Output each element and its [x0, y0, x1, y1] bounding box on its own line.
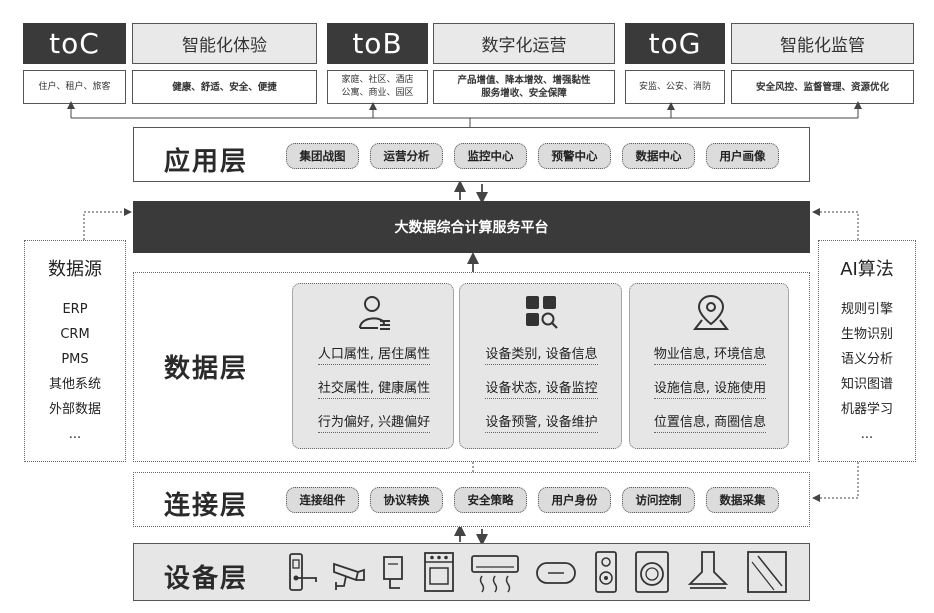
- chip-alert-center[interactable]: 预警中心: [538, 143, 611, 169]
- device-layer-title: 设备层: [164, 564, 249, 594]
- map-pin-icon: [692, 294, 730, 330]
- chip-connect-component[interactable]: 连接组件: [286, 487, 359, 513]
- chip-monitor-center[interactable]: 监控中心: [454, 143, 527, 169]
- data-layer-title: 数据层: [164, 354, 249, 384]
- connect-layer-title: 连接层: [164, 491, 249, 521]
- panel-icon: [747, 551, 787, 593]
- door-lock-icon: [289, 553, 317, 591]
- device-layer: 设备层: [133, 543, 810, 601]
- data-card-line: 人口属性, 居住属性: [293, 338, 455, 372]
- data-source-item: PMS: [61, 352, 89, 367]
- data-source-item: ERP: [62, 302, 88, 317]
- data-card-user: 人口属性, 居住属性 社交属性, 健康属性 行为偏好, 兴趣偏好: [292, 283, 454, 449]
- data-source-list: ERP CRM PMS 其他系统 外部数据 ...: [25, 297, 125, 447]
- chip-security-policy[interactable]: 安全策略: [454, 487, 527, 513]
- platform-bar: 大数据综合计算服务平台: [133, 201, 810, 253]
- data-card-line: 行为偏好, 兴趣偏好: [293, 406, 455, 440]
- app-layer: 应用层 集团战图 运营分析 监控中心 预警中心 数据中心 用户画像: [133, 127, 810, 182]
- range-hood-icon: [687, 551, 729, 589]
- ai-item: 语义分析: [840, 352, 893, 367]
- data-card-line: 设施信息, 设施使用: [630, 372, 790, 406]
- camera-icon: [333, 562, 365, 590]
- data-source-item: 其他系统: [48, 377, 101, 392]
- ai-item: 生物识别: [840, 327, 893, 342]
- ai-item: 知识图谱: [840, 377, 893, 392]
- data-card-line: 物业信息, 环境信息: [630, 338, 790, 372]
- chip-data-center[interactable]: 数据中心: [622, 143, 695, 169]
- chip-user-profile[interactable]: 用户画像: [706, 143, 779, 169]
- chip-access-control[interactable]: 访问控制: [622, 487, 695, 513]
- air-conditioner-icon: [471, 555, 519, 593]
- person-list-icon: [359, 296, 390, 330]
- data-card-device: 设备类别, 设备信息 设备状态, 设备监控 设备预警, 设备维护: [459, 283, 622, 449]
- tog-tag: toG: [625, 23, 725, 64]
- toc-tag: toC: [23, 23, 126, 64]
- tog-label: 智能化监管: [731, 23, 914, 64]
- connect-layer: 连接层 连接组件 协议转换 安全策略 用户身份 访问控制 数据采集: [133, 472, 810, 527]
- tob-audience: 家庭、社区、酒店 公寓、商业、园区: [327, 70, 428, 104]
- data-card-line: 社交属性, 健康属性: [293, 372, 455, 406]
- data-card-line: 设备预警, 设备维护: [460, 406, 623, 440]
- ai-list: 规则引擎 生物识别 语义分析 知识图谱 机器学习 ...: [819, 297, 915, 447]
- data-card-line: 设备类别, 设备信息: [460, 338, 623, 372]
- chip-data-collection[interactable]: 数据采集: [706, 487, 779, 513]
- tob-tag: toB: [327, 23, 428, 64]
- toc-label: 智能化体验: [132, 23, 317, 64]
- chip-operation-analysis[interactable]: 运营分析: [370, 143, 443, 169]
- toc-audience: 住户、租户、旅客: [23, 70, 126, 104]
- chip-group-war-map[interactable]: 集团战图: [286, 143, 359, 169]
- speaker-icon: [595, 551, 617, 593]
- data-source-panel: 数据源 ERP CRM PMS 其他系统 外部数据 ...: [24, 240, 126, 462]
- toc-values: 健康、舒适、安全、便捷: [132, 70, 317, 104]
- data-card-property: 物业信息, 环境信息 设施信息, 设施使用 位置信息, 商圈信息: [629, 283, 789, 449]
- chip-user-identity[interactable]: 用户身份: [538, 487, 611, 513]
- data-card-line: 设备状态, 设备监控: [460, 372, 623, 406]
- faucet-icon: [383, 556, 403, 589]
- ai-item: 规则引擎: [840, 302, 893, 317]
- ai-title: AI算法: [840, 259, 894, 280]
- chip-protocol-convert[interactable]: 协议转换: [370, 487, 443, 513]
- washer-icon: [635, 551, 669, 593]
- grid-search-icon: [526, 296, 558, 329]
- data-card-line: 位置信息, 商圈信息: [630, 406, 790, 440]
- tog-audience: 安监、公安、消防: [625, 70, 725, 104]
- app-layer-title: 应用层: [164, 147, 249, 177]
- data-source-item: ...: [68, 427, 82, 442]
- data-source-item: 外部数据: [48, 402, 101, 417]
- sensor-icon: [536, 562, 576, 584]
- tob-label: 数字化运营: [433, 23, 615, 64]
- data-source-item: CRM: [60, 327, 90, 342]
- data-source-title: 数据源: [48, 259, 102, 280]
- oven-icon: [424, 552, 454, 592]
- tog-values: 安全风控、监督管理、资源优化: [731, 70, 914, 104]
- ai-item: 机器学习: [840, 402, 893, 417]
- tob-values: 产品增值、降本增效、增强黏性 服务增收、安全保障: [433, 70, 615, 104]
- ai-item: ...: [860, 427, 874, 442]
- ai-panel: AI算法 规则引擎 生物识别 语义分析 知识图谱 机器学习 ...: [818, 240, 916, 462]
- data-layer: 数据层 人口属性, 居住属性 社交属性, 健康属性 行为偏好, 兴趣偏好 设备类…: [133, 272, 810, 462]
